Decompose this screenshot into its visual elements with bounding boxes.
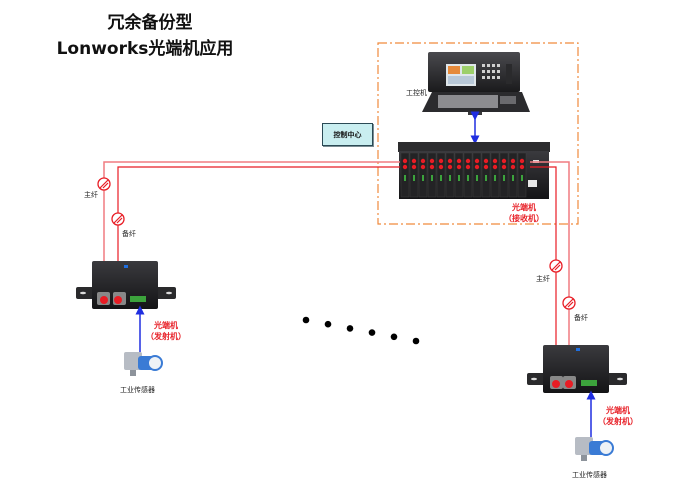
fiber-port [438, 158, 444, 164]
slot-indicator [449, 175, 451, 181]
control-center-boundary [377, 42, 579, 225]
fiber-port [420, 164, 426, 170]
left-sensor [124, 352, 163, 376]
right-backup-fiber-label: 备纤 [574, 314, 588, 322]
fiber-port [510, 164, 516, 170]
control-center-label: 控制中心 [322, 123, 373, 146]
slot-indicator [494, 175, 496, 181]
fiber-port [501, 158, 507, 164]
right-transmitter-label: 光端机 （发射机） [594, 405, 642, 427]
slot-indicator [440, 175, 442, 181]
left-transmitter-label: 光端机 （发射机） [142, 320, 190, 342]
slot-indicator [467, 175, 469, 181]
left-transmitter [76, 261, 176, 309]
right-backup-fiber [530, 166, 557, 375]
ellipsis-dot [368, 329, 376, 336]
ellipsis-dot [390, 333, 398, 341]
ellipsis-dot [324, 320, 332, 328]
fiber-port [429, 164, 435, 170]
fiber-port [474, 158, 480, 164]
fiber-port [420, 158, 426, 164]
fiber-port [519, 164, 525, 170]
fiber-port [402, 158, 408, 164]
fiber-connector-icon [562, 296, 576, 310]
left-main-fiber [103, 161, 400, 267]
slot-indicator [458, 175, 460, 181]
left-transmitter-label-line2: （发射机） [146, 332, 186, 341]
slot-indicator [485, 175, 487, 181]
title-line-2: Lonworks光端机应用 [56, 39, 234, 59]
fiber-port [456, 164, 462, 170]
slot-indicator [404, 175, 406, 181]
left-main-fiber-label: 主纤 [84, 191, 98, 199]
fiber-port [411, 164, 417, 170]
fiber-port [474, 164, 480, 170]
fiber-port [510, 158, 516, 164]
fiber-port [429, 158, 435, 164]
fiber-port [519, 158, 525, 164]
fiber-port [447, 164, 453, 170]
fiber-port [456, 158, 462, 164]
receiver-label: 光端机 （接收机） [500, 202, 548, 224]
ellipsis-dot [412, 337, 420, 345]
right-transmitter [527, 345, 627, 393]
fiber-connector-icon [97, 177, 111, 191]
fiber-port [501, 164, 507, 170]
right-transmitter-label-line2: （发射机） [598, 417, 638, 426]
slot-indicator [521, 175, 523, 181]
receiver-rack [398, 142, 550, 199]
slot-indicator [422, 175, 424, 181]
right-sensor-label: 工业传感器 [572, 471, 607, 479]
fiber-port [483, 158, 489, 164]
fiber-port [492, 158, 498, 164]
fiber-connector-icon [549, 259, 563, 273]
fiber-port [483, 164, 489, 170]
fiber-port [402, 164, 408, 170]
ipc-label: 工控机 [406, 89, 427, 97]
slot-indicator [503, 175, 505, 181]
fiber-port [411, 158, 417, 164]
left-transmitter-label-line1: 光端机 [154, 321, 178, 330]
left-backup-fiber-label: 备纤 [122, 230, 136, 238]
fiber-port [465, 158, 471, 164]
slot-indicator [476, 175, 478, 181]
right-sensor [575, 437, 614, 461]
receiver-label-line1: 光端机 [512, 203, 536, 212]
left-backup-fiber [117, 166, 400, 267]
fiber-port [492, 164, 498, 170]
ellipsis-dot [302, 316, 310, 324]
industrial-pc [422, 52, 530, 115]
fiber-port [447, 158, 453, 164]
slot-indicator [413, 175, 415, 181]
slot-indicator [431, 175, 433, 181]
left-sensor-label: 工业传感器 [120, 386, 155, 394]
receiver-label-line2: （接收机） [504, 214, 544, 223]
right-main-fiber-label: 主纤 [536, 275, 550, 283]
ellipsis-dot [346, 325, 354, 332]
fiber-port [465, 164, 471, 170]
fiber-connector-icon [111, 212, 125, 226]
slot-indicator [512, 175, 514, 181]
right-transmitter-label-line1: 光端机 [606, 406, 630, 415]
more-sites-ellipsis [302, 316, 420, 345]
fiber-port [438, 164, 444, 170]
title-line-1: 冗余备份型 [107, 13, 193, 33]
